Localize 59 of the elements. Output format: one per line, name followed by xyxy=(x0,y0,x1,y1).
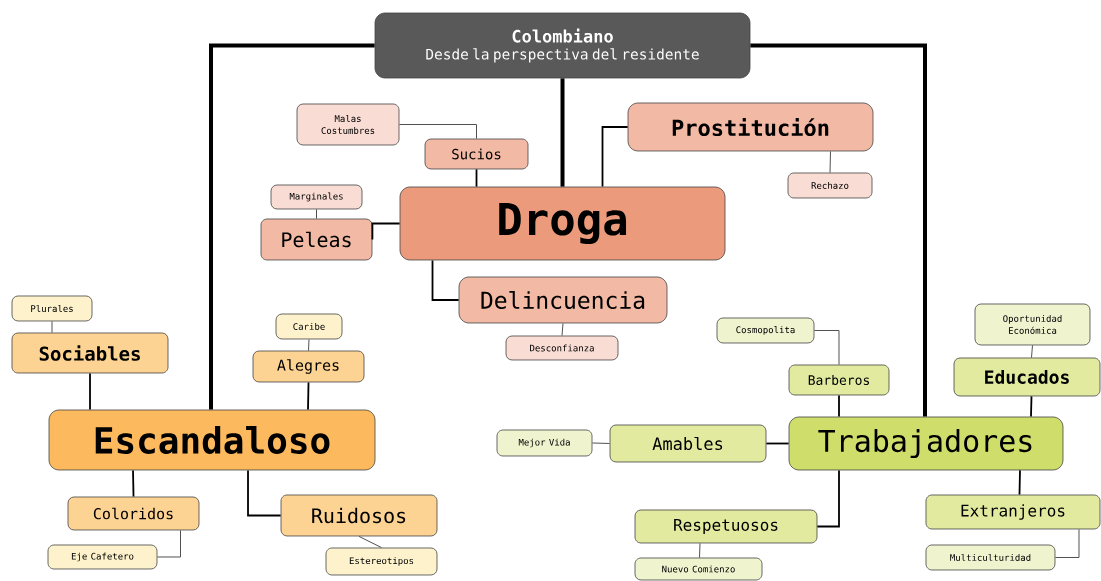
connector-line xyxy=(1018,469,1021,496)
connector-line xyxy=(838,394,840,418)
connector-line xyxy=(209,43,375,410)
connector-line xyxy=(132,469,135,498)
connector-line xyxy=(601,126,629,188)
concept-box: Sociables xyxy=(11,332,169,374)
connector-line xyxy=(1030,395,1033,418)
category-box: Escandaloso xyxy=(48,409,376,471)
detail-box: Desconfianza xyxy=(505,335,619,361)
connector-line xyxy=(156,529,181,558)
connector-line xyxy=(1031,344,1033,359)
detail-box: Eje Cafetero xyxy=(47,544,158,570)
connector-line xyxy=(431,259,460,301)
concept-box: Amables xyxy=(609,424,767,463)
connector-line xyxy=(398,124,477,140)
detail-box: Nuevo Comienzo xyxy=(634,557,763,581)
detail-box: Mejor Vida xyxy=(496,429,593,457)
detail-box: Marginales xyxy=(270,184,363,210)
connector-line xyxy=(316,208,317,220)
detail-box: Cosmopolita xyxy=(716,317,815,344)
concept-box: Respetuosos xyxy=(634,509,818,544)
detail-box: Estereotipos xyxy=(325,547,438,576)
connector-line xyxy=(371,222,401,241)
connector-line xyxy=(247,469,282,517)
connector-line xyxy=(307,381,310,411)
connector-line xyxy=(308,338,310,352)
concept-box: Sucios xyxy=(424,138,529,170)
category-box: Droga xyxy=(399,186,726,261)
concept-box: Peleas xyxy=(260,218,373,261)
connector-line xyxy=(699,542,701,559)
connector-line xyxy=(358,535,382,549)
category-box: Trabajadores xyxy=(788,416,1064,471)
detail-box: Multiculturidad xyxy=(925,544,1056,571)
connector-line xyxy=(89,372,91,411)
connector-line xyxy=(51,320,53,334)
connector-line xyxy=(560,78,565,187)
concept-box: Alegres xyxy=(252,350,365,383)
root-box: Colombiano Desde la perspectiva del residente xyxy=(374,12,751,79)
connector-line xyxy=(765,442,790,445)
connector-line xyxy=(829,150,831,174)
connector-line xyxy=(475,168,478,188)
connector-line xyxy=(816,469,840,528)
connector-line xyxy=(591,442,611,444)
detail-box: Caribe xyxy=(275,313,343,340)
concept-box: Prostitución xyxy=(627,102,874,152)
concept-box: Delincuencia xyxy=(458,276,668,324)
connector-line xyxy=(1054,528,1080,558)
connector-line xyxy=(813,330,840,366)
detail-box: Rechazo xyxy=(787,172,873,199)
connector-line xyxy=(561,322,564,337)
concept-box: Ruidosos xyxy=(280,494,438,537)
detail-box: Plurales xyxy=(11,295,93,322)
concept-box: Coloridos xyxy=(67,496,200,531)
concept-box: Extranjeros xyxy=(925,494,1101,530)
concept-box: Barberos xyxy=(788,364,890,396)
connector-line xyxy=(750,43,927,417)
concept-box: Educados xyxy=(953,357,1101,397)
detail-box: Malas Costumbres xyxy=(296,103,400,146)
detail-box: Oportunidad Económica xyxy=(974,303,1091,346)
